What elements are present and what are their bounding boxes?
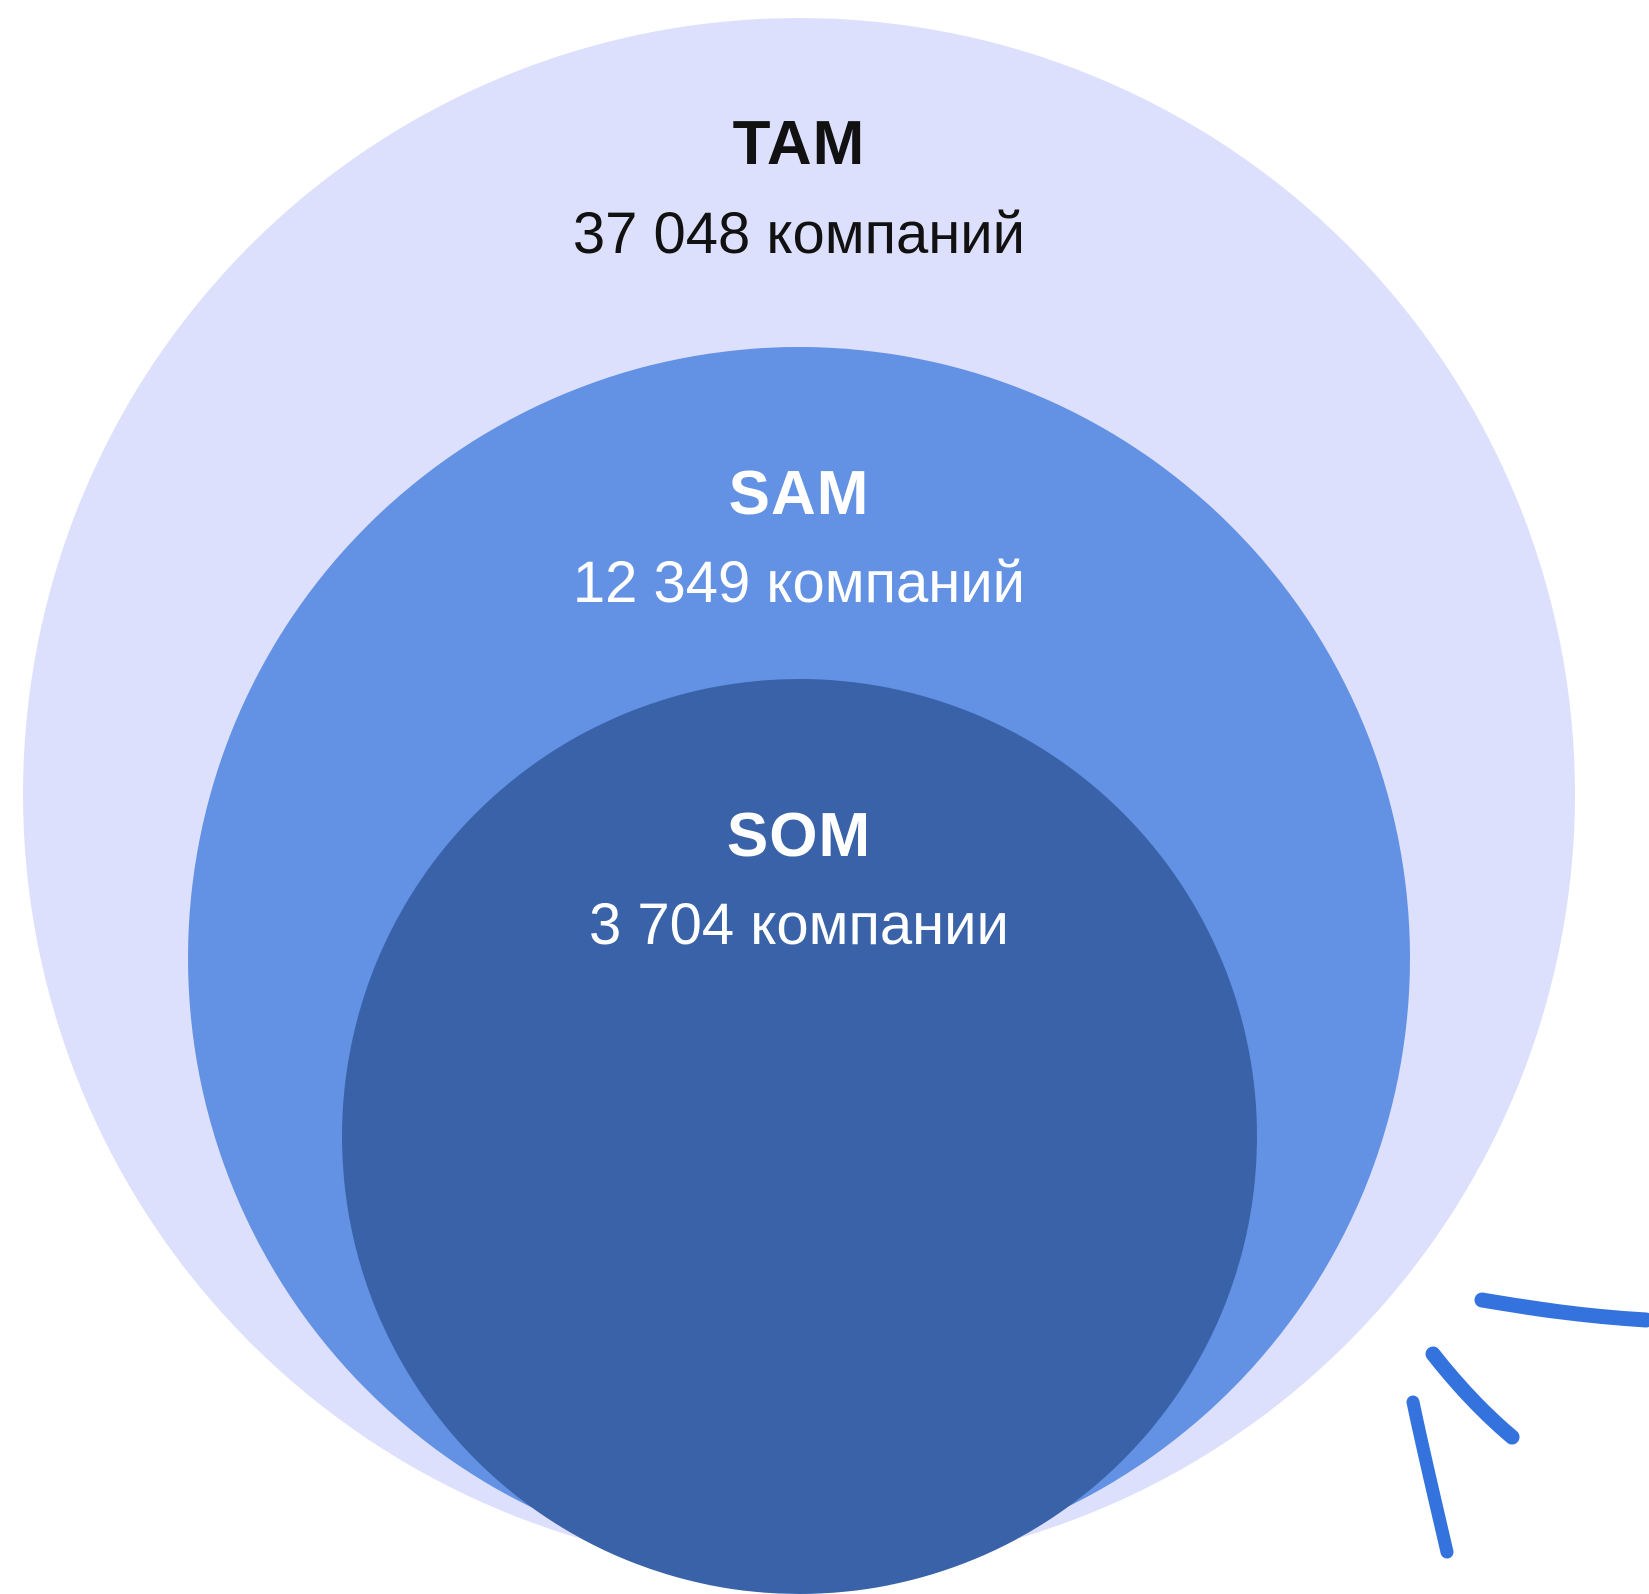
ray-lower <box>1406 1395 1454 1559</box>
tam-count: 37 048 компаний <box>572 201 1026 266</box>
tam-title: TAM <box>732 109 866 178</box>
som-count: 3 704 компании <box>589 892 1009 957</box>
ray-middle <box>1425 1346 1520 1445</box>
som-title: SOM <box>726 801 872 870</box>
emphasis-rays-icon <box>1406 1292 1649 1559</box>
sam-count: 12 349 компаний <box>572 550 1026 615</box>
ray-upper <box>1474 1292 1649 1328</box>
som-circle <box>342 679 1257 1594</box>
sam-title: SAM <box>728 459 870 528</box>
